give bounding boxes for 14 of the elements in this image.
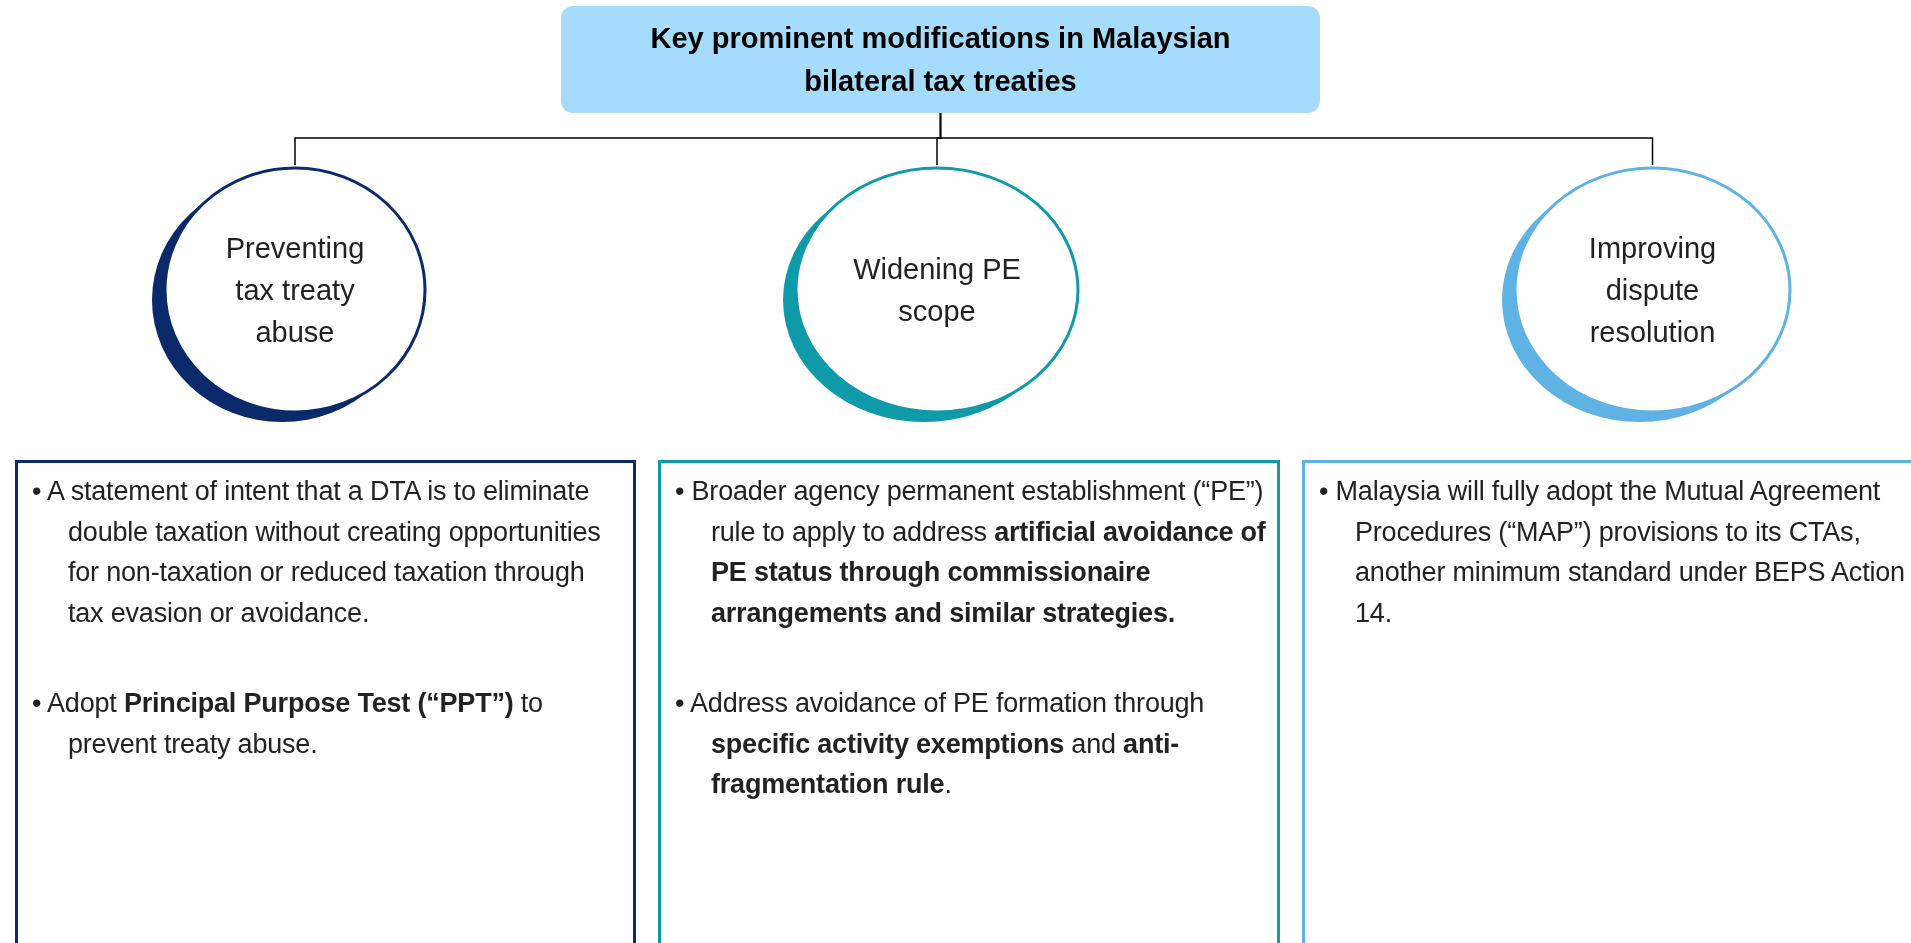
circle-label: Preventing tax treaty abuse — [224, 230, 366, 350]
title-text: Key prominent modifications in Malaysian bilateral tax treaties — [649, 21, 1232, 99]
circle-label: Widening PE scope — [853, 251, 1021, 329]
content-panel — [15, 460, 636, 943]
title-box — [561, 6, 1320, 113]
bullet-text: • Malaysia will fully adopt the Mutual Agreement Procedures (“MAP”) provisions to its CTAs, another minimum standard under BEPS Action 14. — [1319, 475, 1906, 630]
bullet-text: • Adopt Principal Purpose Test (“PPT”) to prevent treaty abuse. — [32, 687, 544, 761]
content-panel — [1302, 460, 1911, 943]
bullet-text: • Broader agency permanent establishment (“PE”) rule to apply to address artificial avoidance of PE status through commissionaire arrangements and similar strategies. — [675, 475, 1267, 630]
content-panel — [658, 460, 1280, 943]
circle-label: Improving dispute resolution — [1587, 230, 1718, 350]
bullet-text: • A statement of intent that a DTA is to eliminate double taxation without creating opportunities for non-taxation or reduced taxation through tax evasion or avoidance. — [32, 475, 602, 630]
bullet-text: • Address avoidance of PE formation through specific activity exemptions and anti-fragmentation rule. — [675, 687, 1206, 801]
connector-line — [939, 112, 1654, 166]
